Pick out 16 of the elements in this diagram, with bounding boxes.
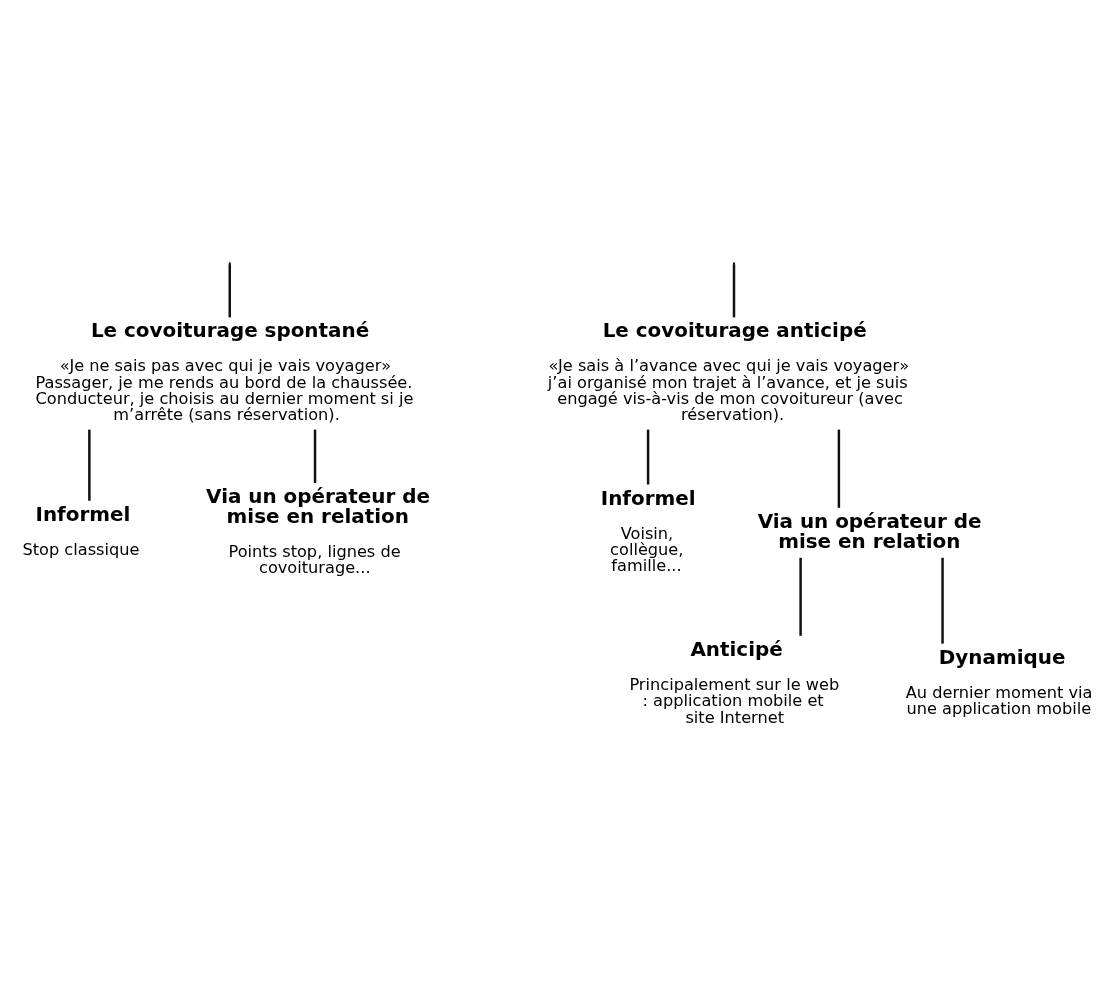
connector [837,429,841,508]
node-text: Anticipé Principalement sur le web : application mobile et site Internet [629,637,840,727]
node-text: Informel Voisin, collègue, famille... [600,486,696,576]
node-text: Le covoiturage spontané «Je ne sais pas avec qui je vais voyager» Passager, je me rends au bord de la chaussée. Conducteur, je choisis au dernier moment si je m’arrête (sans réservation). [35,319,414,425]
connector [646,429,650,485]
node-text: Le covoiturage anticipé «Je sais à l’avance avec qui je vais voyager» j’ai organisé mon trajet à l’avance, et je suis engagé vis-à-vis de mon covoitureur (avec réservation). [547,319,910,425]
connector [941,557,944,644]
connector [732,264,736,318]
node-text: Via un opérateur de mise en relation Points stop, lignes de covoiturage... [206,484,430,578]
connector [799,557,802,636]
connector [313,429,317,483]
connector [228,264,231,318]
node-text: Informel Stop classique [22,502,140,560]
node-text: Dynamique Au dernier moment via une application mobile [905,645,1093,719]
node-text: Via un opérateur de mise en relation [757,509,982,553]
connector [88,429,91,501]
